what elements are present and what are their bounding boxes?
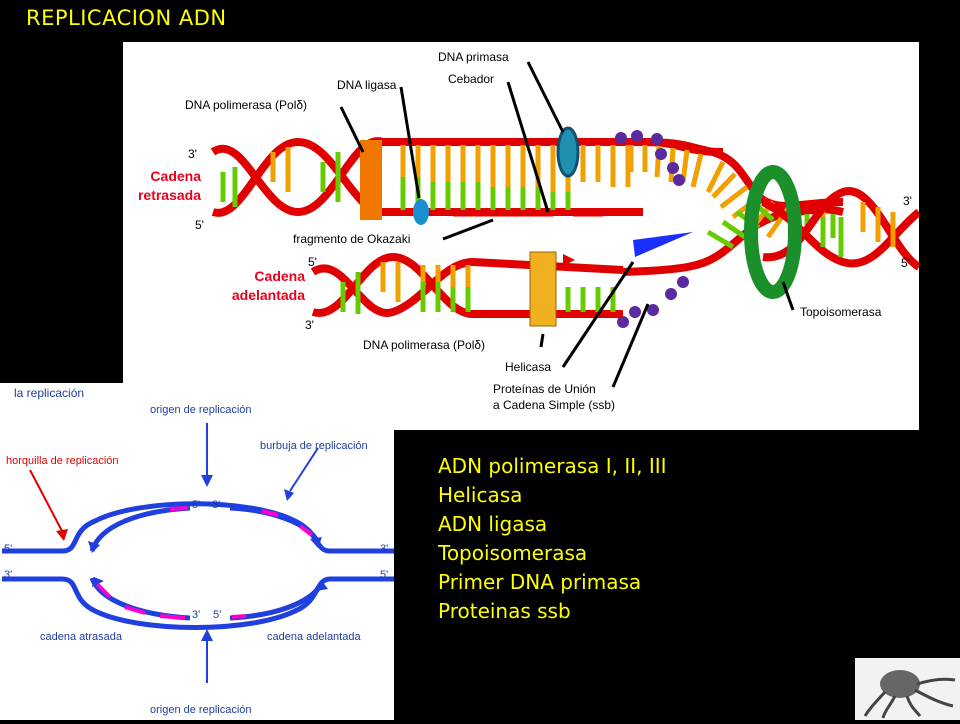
label-cadena-simple: a Cadena Simple (ssb): [493, 398, 615, 412]
end-bottom-left-3: 3': [305, 318, 314, 332]
enzyme-item: Topoisomerasa: [438, 539, 667, 568]
label-cadena-adelantada: Cadena adelantada: [203, 267, 305, 305]
label-helicasa: Helicasa: [505, 360, 551, 374]
bubble-end-right-3: 3': [380, 543, 388, 555]
label-cadena-adelantada: cadena adelantada: [267, 631, 361, 643]
label-burbuja: burbuja de replicación: [260, 440, 368, 452]
label-dna-ligasa: DNA ligasa: [337, 78, 396, 92]
bubble-end-bottom-3: 3': [192, 609, 200, 621]
enzyme-item: Proteinas ssb: [438, 597, 667, 626]
end-right-3: 3': [903, 194, 912, 208]
enzyme-item: Helicasa: [438, 481, 667, 510]
label-origen-top: origen de replicación: [150, 404, 252, 416]
label-cadena-retrasada: Cadena retrasada: [123, 167, 201, 205]
bubble-end-top-3: 3': [212, 499, 220, 511]
label-origen-bottom: origen de replicación: [150, 704, 252, 716]
primers: [96, 508, 312, 618]
label-proteinas-union: Proteínas de Unión: [493, 382, 596, 396]
end-top-left-3: 3': [188, 147, 197, 161]
end-bottom-left-5: 5': [308, 255, 317, 269]
enzyme-item: Primer DNA primasa: [438, 568, 667, 597]
label-polimerasa-bottom: DNA polimerasa (Polδ): [363, 338, 485, 352]
end-right-5: 5': [901, 256, 910, 270]
corner-logo-image: [855, 658, 960, 720]
bubble-end-left-5: 5': [4, 543, 12, 555]
strand-arrowheads: [88, 537, 328, 591]
primasa: [558, 128, 578, 176]
polimerasa-leading: [530, 252, 556, 326]
bubble-end-left-3: 3': [4, 569, 12, 581]
enzyme-list: ADN polimerasa I, II, III Helicasa ADN l…: [438, 452, 667, 626]
bubble-end-right-5: 5': [380, 569, 388, 581]
label-topoisomerasa: Topoisomerasa: [800, 305, 881, 319]
octopus-logo-icon: [855, 658, 960, 720]
pointer-arrows: [207, 423, 318, 683]
replication-bubble-artwork: [0, 383, 394, 720]
polimerasa-lagging: [360, 140, 382, 220]
label-polimerasa-top: DNA polimerasa (Polδ): [185, 98, 307, 112]
label-fragmento-okazaki: fragmento de Okazaki: [293, 232, 410, 246]
replication-fork-diagram: DNA primasa Cebador DNA ligasa DNA polim…: [123, 42, 919, 430]
end-top-left-5: 5': [195, 218, 204, 232]
replication-bubble-diagram: la replicación origen de replicación bur…: [0, 383, 394, 720]
helicasa-shape: [633, 232, 693, 257]
ligasa: [413, 199, 429, 225]
label-cebador: Cebador: [448, 72, 494, 86]
enzyme-item: ADN polimerasa I, II, III: [438, 452, 667, 481]
leading-strand-helix: [313, 254, 623, 314]
label-horquilla: horquilla de replicación: [6, 455, 119, 467]
bottom-header: la replicación: [14, 386, 84, 400]
bubble-end-bottom-5: 5': [213, 609, 221, 621]
enzyme-item: ADN ligasa: [438, 510, 667, 539]
label-dna-primasa: DNA primasa: [438, 50, 509, 64]
bubble-end-top-5: 5': [192, 499, 200, 511]
page-title: REPLICACION ADN: [26, 6, 227, 30]
label-cadena-atrasada: cadena atrasada: [40, 631, 122, 643]
